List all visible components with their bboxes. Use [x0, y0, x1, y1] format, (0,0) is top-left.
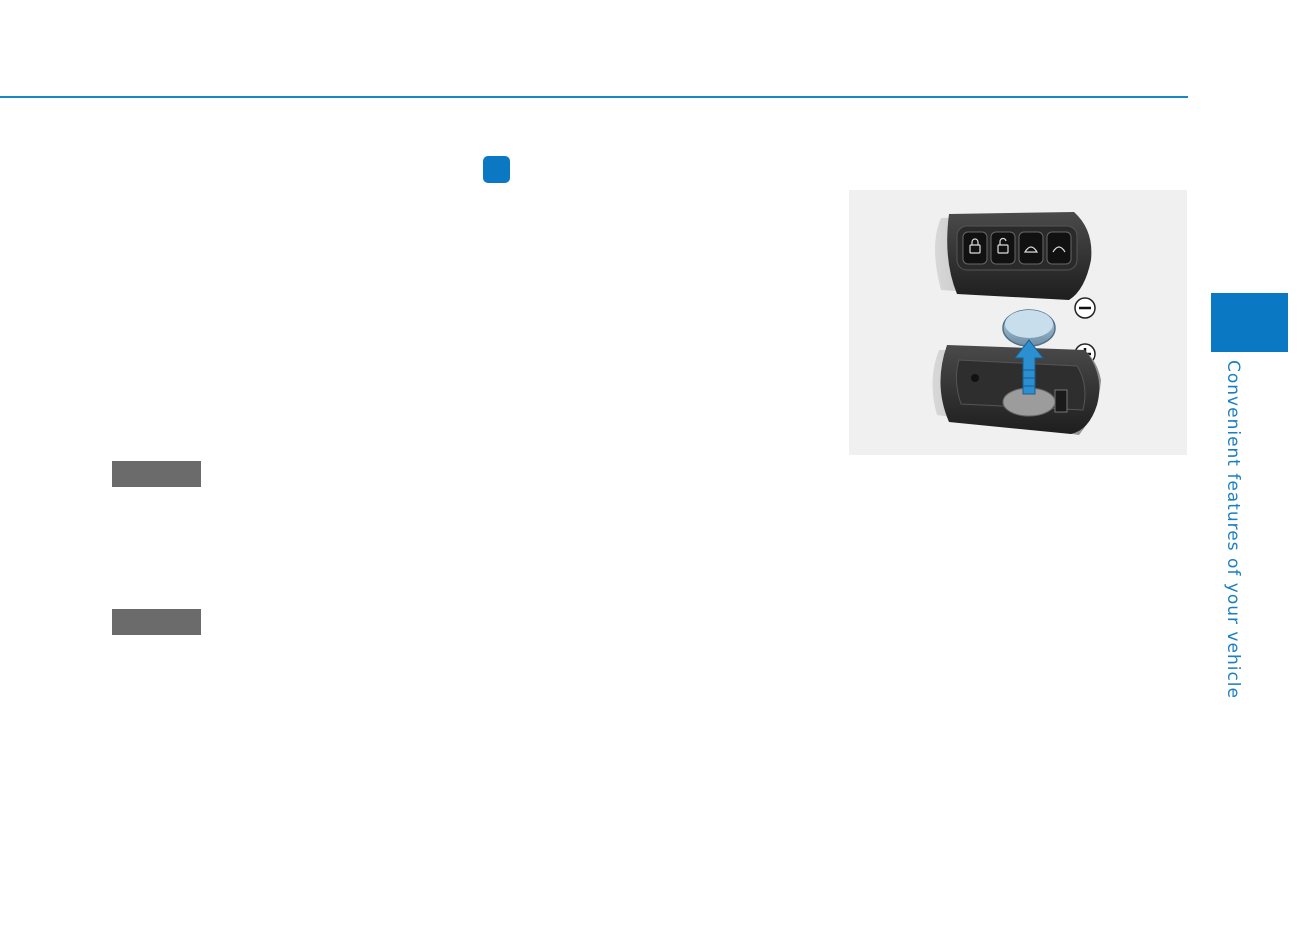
chapter-title: Convenient features of your vehicle [1223, 360, 1243, 699]
header-rule [0, 96, 1188, 98]
key-fob-top [935, 212, 1092, 300]
trunk-icon [1018, 231, 1044, 265]
battery-replacement-illustration [849, 190, 1187, 455]
unlock-icon [990, 231, 1016, 265]
insert-direction-arrow-icon [1013, 339, 1045, 395]
remote-start-icon [1046, 231, 1072, 265]
chapter-tab [1211, 293, 1288, 352]
key-fob-open-case [932, 345, 1101, 435]
section-marker [483, 156, 510, 183]
negative-terminal-symbol [1074, 297, 1096, 319]
note-label-bar [112, 609, 201, 635]
lock-icon [962, 231, 988, 265]
note-label-bar [112, 461, 201, 487]
